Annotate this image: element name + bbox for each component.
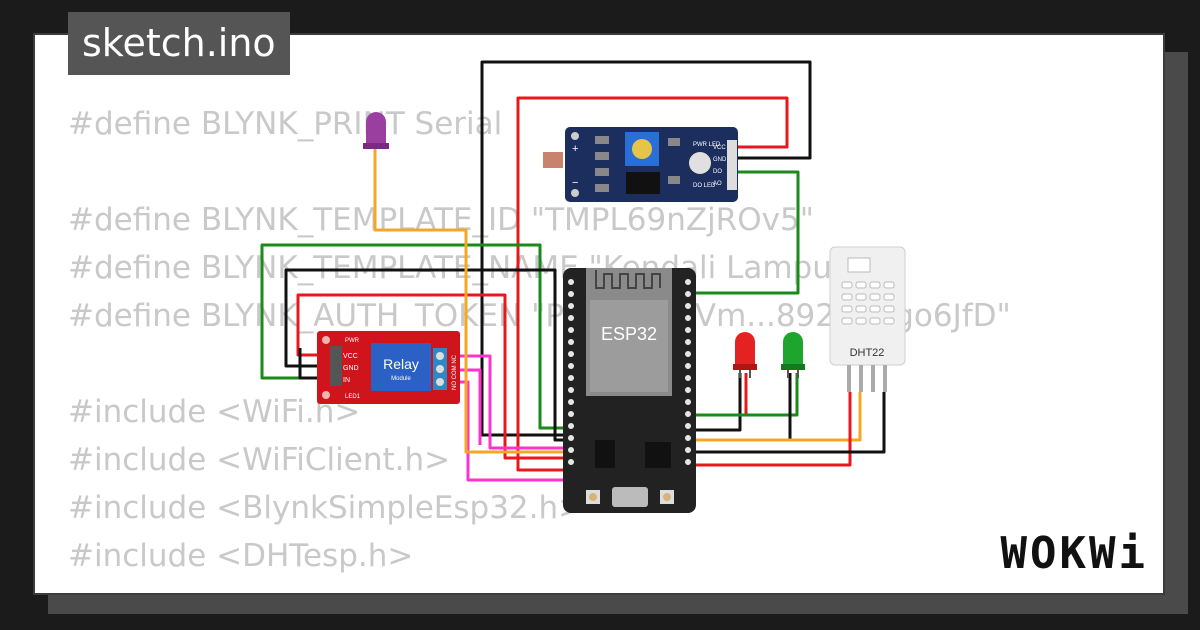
relay-pin-vcc: VCC (343, 353, 358, 360)
relay-outputs: NO COM NC (452, 354, 458, 390)
relay-pin-gnd: GND (343, 365, 359, 372)
wire-black (480, 60, 812, 437)
wokwi-logo: WOKWi (1000, 528, 1148, 579)
wire-red (296, 293, 565, 460)
code-preview: #define BLYNK_PRINT Serial#define BLYNK_… (68, 100, 1011, 580)
wire-green (690, 170, 800, 295)
code-line: #include <DHTesp.h> (68, 538, 414, 574)
wire-green (690, 373, 799, 417)
code-line: #include <WiFiClient.h> (68, 442, 451, 478)
ldr-pin-vcc: VCC (713, 145, 726, 151)
ldr-sensor-module[interactable]: + − PWR LED DO LED VCC GND DO AO (543, 127, 738, 202)
led-purple[interactable] (363, 112, 389, 149)
wire-red (690, 392, 852, 467)
led-red[interactable] (733, 332, 757, 378)
dht22-label: DHT22 (850, 347, 885, 359)
relay-module[interactable]: PWR VCC GND IN LED1 Relay Module NO COM … (317, 331, 460, 404)
wire-red (690, 373, 748, 417)
relay-pin-in: IN (343, 377, 350, 384)
wire-green (260, 243, 565, 430)
code-line: #include <WiFi.h> (68, 394, 361, 430)
wire-red (516, 96, 789, 472)
wire-black (690, 392, 886, 454)
relay-led1-label: LED1 (345, 394, 361, 400)
wire-black (690, 373, 742, 432)
led-green[interactable] (781, 332, 805, 378)
esp32-board[interactable]: ESP32 (563, 268, 696, 513)
code-line: #define BLYNK_AUTH_TOKEN "Pb...6GsCVm...… (68, 298, 1011, 334)
wire-orange (690, 392, 862, 442)
ldr-pin-ao: AO (713, 181, 722, 187)
code-line: #define BLYNK_TEMPLATE_ID "TMPL69nZjROv5… (68, 202, 814, 238)
relay-pwr-label: PWR (345, 338, 360, 344)
code-line: #include <BlynkSimpleEsp32.h> (68, 490, 585, 526)
relay-label: Relay (383, 356, 419, 372)
dht22-sensor[interactable]: DHT22 (829, 246, 906, 392)
wire-black (284, 268, 565, 442)
do-led-label: DO LED (693, 183, 716, 189)
ldr-minus: − (572, 177, 578, 189)
ldr-pin-gnd: GND (713, 157, 727, 163)
wire-orange (373, 148, 565, 454)
ldr-plus: + (572, 143, 578, 155)
pwr-led-label: PWR LED (693, 142, 721, 148)
relay-sub-label: Module (391, 376, 411, 382)
code-line: #define BLYNK_TEMPLATE_NAME "Kendali Lam… (68, 250, 847, 286)
esp32-label: ESP32 (601, 324, 657, 344)
file-tab-sketch[interactable]: sketch.ino (68, 12, 290, 75)
ldr-pin-do: DO (713, 169, 722, 175)
